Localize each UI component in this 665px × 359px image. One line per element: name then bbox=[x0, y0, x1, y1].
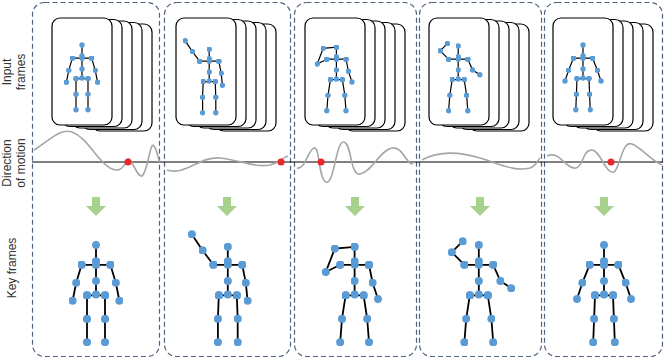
key-skeleton bbox=[73, 245, 120, 342]
motion-curve bbox=[547, 144, 662, 173]
row-label: Key frames bbox=[5, 218, 19, 318]
row-label: Direction of motion bbox=[0, 133, 28, 193]
motion-curve bbox=[167, 156, 288, 171]
dashed-panel bbox=[295, 3, 417, 357]
motion-curve bbox=[297, 142, 414, 182]
frame-skeleton bbox=[440, 44, 480, 111]
dashed-panel bbox=[33, 3, 160, 357]
frame bbox=[553, 18, 613, 125]
key-skeleton bbox=[452, 241, 511, 342]
key-skeleton bbox=[577, 245, 631, 342]
frame-stack bbox=[553, 18, 653, 131]
keyframe-marker bbox=[318, 159, 325, 166]
row-label: Input frames bbox=[0, 50, 28, 94]
frame bbox=[429, 18, 489, 125]
key-skeleton bbox=[192, 234, 248, 342]
down-arrow bbox=[470, 197, 490, 216]
dashed-panel bbox=[545, 3, 663, 357]
frame-skeleton bbox=[317, 47, 352, 111]
keyframe-marker bbox=[608, 159, 615, 166]
keyframe-marker bbox=[125, 159, 132, 166]
frame-stack bbox=[176, 18, 276, 131]
key-skeleton bbox=[326, 247, 378, 342]
keyframe-marker bbox=[278, 159, 285, 166]
dashed-panel bbox=[165, 3, 291, 357]
down-arrow bbox=[594, 197, 614, 216]
frame-stack bbox=[429, 18, 529, 131]
frame-stack bbox=[52, 18, 152, 131]
down-arrow bbox=[86, 197, 106, 216]
frame-skeleton bbox=[565, 45, 601, 110]
motion-curve bbox=[422, 153, 540, 169]
frame-stack bbox=[305, 18, 405, 131]
frame bbox=[52, 18, 112, 125]
down-arrow bbox=[217, 197, 237, 216]
frame-skeleton bbox=[66, 45, 97, 110]
motion-curve bbox=[34, 131, 160, 176]
frame bbox=[305, 18, 365, 125]
frame-skeleton bbox=[185, 41, 222, 113]
dashed-panel bbox=[420, 3, 542, 357]
down-arrow bbox=[345, 197, 365, 216]
frame bbox=[176, 18, 236, 125]
